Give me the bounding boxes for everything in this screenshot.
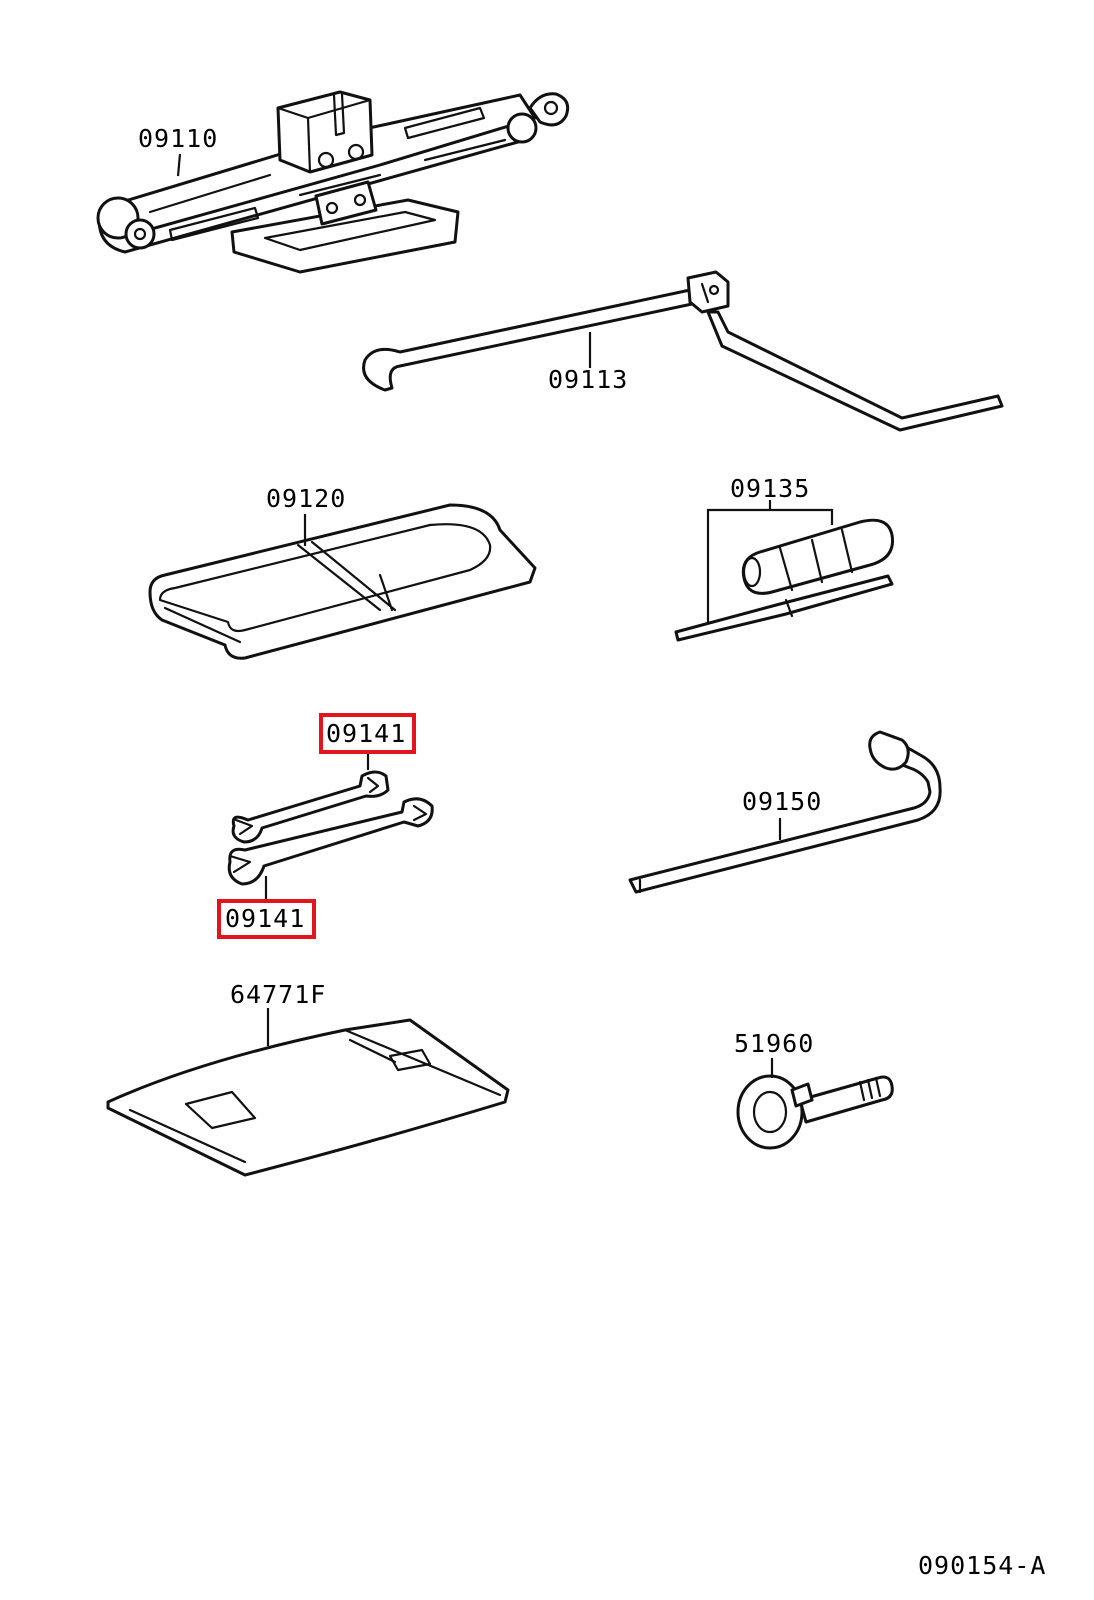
label-jack-handle-text: 09113 [548,365,628,394]
highlight-wrench-upper [319,713,416,754]
label-wrench-lower: 09141 [217,876,316,939]
diagram-id: 090154-A [918,1551,1046,1580]
wheel-wrench-illustration [628,730,942,894]
label-wrench-lower-text: 09141 [225,904,305,933]
label-wheel-wrench: 09150 [742,787,822,840]
towing-eye-illustration [736,1074,894,1150]
label-wheel-wrench-text: 09150 [742,787,822,816]
label-wrench-upper-text: 09141 [326,719,406,748]
label-jack-handle: 09113 [548,332,628,394]
label-towing-eye-text: 51960 [734,1029,814,1058]
label-screwdriver-text: 09135 [730,474,810,503]
label-cover: 64771F [230,980,326,1046]
cover-illustration [106,1018,510,1177]
jack-illustration [96,90,570,274]
label-tool-bag-text: 09120 [266,484,346,513]
label-jack-text: 09110 [138,124,218,153]
label-cover-text: 64771F [230,980,326,1009]
jack-handle-illustration [362,270,1004,432]
tool-bag-illustration [148,503,537,660]
label-screwdriver: 09135 [706,474,834,624]
screwdriver-illustration [674,518,895,642]
wrench-upper-illustration [231,770,390,844]
label-wrench-upper: 09141 [319,713,416,770]
label-tool-bag: 09120 [266,484,346,546]
highlight-wrench-lower [217,899,316,939]
wrench-lower-illustration [227,797,434,886]
label-jack: 09110 [138,124,218,177]
label-towing-eye: 51960 [734,1029,814,1078]
